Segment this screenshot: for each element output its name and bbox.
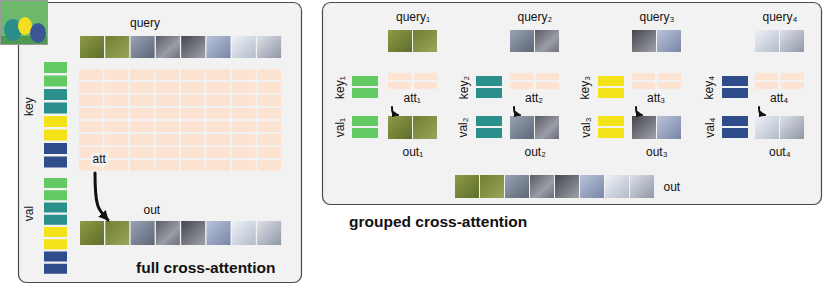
key-column: key₃: [598, 76, 624, 98]
label: out: [664, 181, 681, 194]
label: att₄: [770, 92, 788, 105]
token-row: query₄: [755, 30, 804, 52]
value-bars: [44, 178, 67, 274]
arrow: [759, 107, 765, 115]
label: att₃: [647, 92, 665, 105]
label: out₄: [769, 146, 791, 159]
arrow: [95, 173, 108, 220]
key-column: key₄: [722, 76, 748, 98]
value-column: val₄: [722, 116, 748, 138]
arrow: [514, 107, 520, 115]
label: att: [91, 153, 108, 166]
label: att₂: [525, 92, 543, 105]
label: key₂: [458, 75, 471, 98]
token-row: out₃: [632, 116, 681, 139]
key-column: key: [44, 62, 67, 170]
combined-output-patches: [455, 175, 654, 198]
group-3-graphics: [598, 30, 681, 139]
label: val₃: [580, 117, 593, 137]
label: query: [130, 17, 160, 30]
group-4-graphics: [722, 30, 804, 139]
panel-frame: [19, 3, 822, 283]
token-row: out₂: [510, 116, 559, 139]
value-column: val₁: [352, 116, 378, 138]
token-row: query₂: [510, 30, 559, 52]
label: val₁: [334, 117, 347, 136]
attention-grid: att: [78, 68, 282, 172]
group-1-graphics: [352, 30, 437, 139]
key-column: key₁: [352, 76, 378, 98]
label: key₄: [703, 75, 716, 99]
attention-cells: [78, 68, 282, 172]
label: key: [22, 97, 35, 116]
token-row: out: [80, 221, 282, 245]
panel: querykeyattvaloutfull cross-attention: [18, 2, 302, 283]
group-2-graphics: [476, 30, 559, 139]
token-row: out₁: [388, 116, 437, 139]
label: val₂: [457, 117, 470, 137]
key-bars: [44, 62, 67, 168]
label: att₁: [404, 92, 421, 105]
label: query₃: [640, 11, 675, 24]
label: key₁: [333, 76, 346, 99]
segmentation-thumbnail: [0, 0, 48, 45]
value-column: val₃: [598, 116, 624, 138]
token-row: out₄: [755, 116, 804, 139]
panel-title: full cross-attention: [136, 259, 276, 276]
label: val₄: [704, 117, 717, 137]
attention-grid: att₁: [388, 72, 437, 106]
label: out₁: [403, 146, 424, 159]
panel: query₁ key₁ att₁ val₁ out₁ query₂ key₂ att₂ val₂…: [322, 2, 822, 205]
token-row: out: [455, 175, 654, 198]
label: query₂: [518, 11, 553, 24]
attention-grid: att₂: [510, 72, 559, 106]
panel-title: grouped cross-attention: [349, 213, 527, 230]
value-column: val₂: [476, 116, 502, 138]
token-row: query: [80, 36, 282, 58]
arrow: [636, 107, 642, 115]
label: query₁: [396, 11, 430, 24]
attention-grid: att₄: [755, 72, 804, 106]
label: val: [23, 205, 36, 220]
label: out₂: [525, 146, 546, 159]
key-column: key₂: [476, 76, 502, 98]
label: query₄: [763, 11, 798, 24]
token-row: query₁: [388, 30, 437, 52]
arrow: [392, 107, 398, 115]
token-row: query₃: [632, 30, 681, 52]
query-patches: [80, 36, 281, 58]
value-column: val: [44, 178, 67, 275]
output-patches: [80, 221, 281, 245]
label: out: [144, 204, 161, 217]
attention-grid: att₃: [632, 72, 681, 106]
label: out₃: [646, 146, 668, 159]
label: key₃: [579, 75, 592, 99]
